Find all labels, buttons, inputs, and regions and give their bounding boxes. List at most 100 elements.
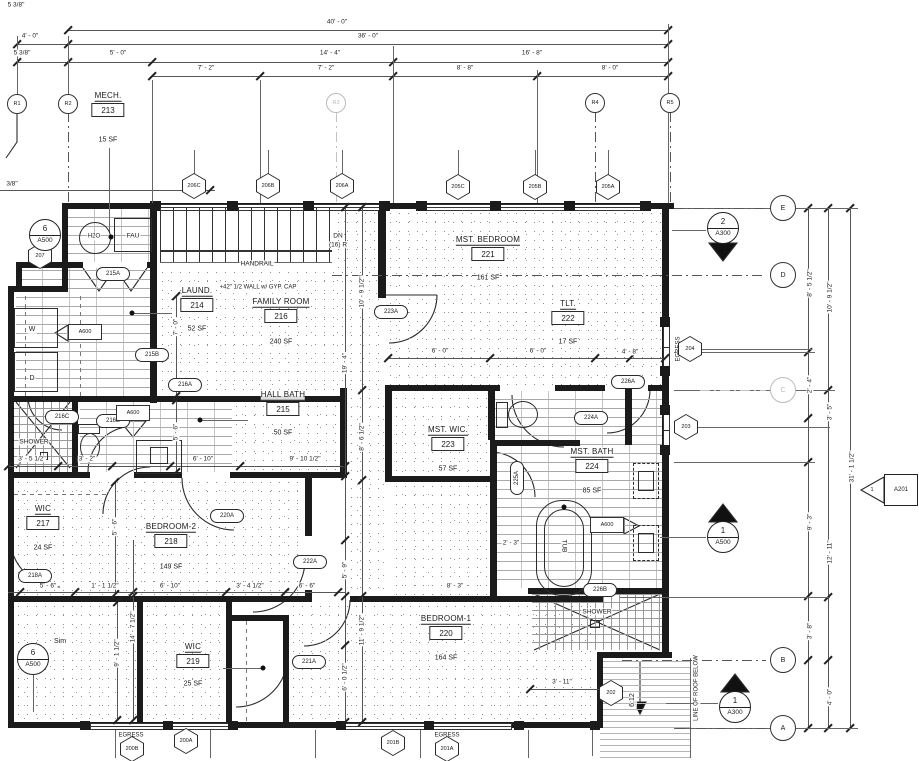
dim-label: 9' - 10 1/2" — [288, 455, 322, 463]
window-tag-label: 202 — [600, 681, 622, 705]
door-tag: 216C — [45, 410, 79, 424]
extension-line — [592, 730, 593, 756]
stair-tread — [251, 208, 253, 262]
annotation: DN — [332, 232, 344, 240]
window-jamb — [416, 201, 427, 211]
room-name: LAUND. — [181, 285, 213, 297]
window-jamb — [660, 405, 670, 415]
section-sheet: A300 — [720, 707, 750, 717]
dim-line — [176, 296, 177, 396]
wall — [385, 388, 392, 480]
annotation: HANDRAIL — [239, 260, 275, 268]
window — [432, 723, 512, 730]
leader-dot — [561, 504, 567, 510]
room-name: BEDROOM-2 — [145, 521, 197, 533]
window-jamb — [514, 721, 524, 730]
extension-line — [260, 80, 261, 203]
window-jamb — [228, 721, 238, 730]
stair-tread — [264, 208, 266, 262]
annotation: SHOWER — [18, 438, 50, 446]
wall — [600, 652, 672, 658]
leader-dot — [197, 417, 203, 423]
elevation-number: 1 — [870, 487, 874, 493]
window-jamb — [424, 721, 434, 730]
detail-tag: A600 — [68, 324, 102, 340]
door-tag: 218A — [18, 569, 52, 583]
extension-line — [132, 313, 172, 314]
window-jamb — [80, 721, 90, 730]
extension-line — [420, 730, 421, 758]
grid-bubble: R4 — [585, 93, 605, 113]
room-name: MST. BEDROOM — [455, 234, 521, 246]
dim-line — [17, 62, 668, 63]
extension-line — [223, 668, 263, 669]
window-jamb — [490, 201, 501, 211]
window-tag-label: 206C — [183, 174, 205, 198]
dim-label: 4' - 0" — [826, 687, 834, 707]
fixture — [638, 533, 654, 553]
door-tag: 222A — [293, 555, 327, 569]
wall — [648, 385, 669, 391]
wall — [150, 203, 157, 403]
dim-label: 5' - 0" — [108, 49, 128, 57]
annotation: (16) R — [327, 241, 349, 249]
dim-label: 6' - 10" — [191, 455, 215, 463]
wall — [305, 476, 312, 536]
room-name: FAMILY ROOM — [252, 296, 310, 308]
extension-line — [690, 658, 691, 758]
room-area: 15 SF — [98, 136, 118, 144]
window-tag: 206A — [330, 173, 354, 199]
dim-label: 16' - 8" — [520, 49, 544, 57]
room-area: 17 SF — [558, 338, 578, 346]
window-jamb — [150, 201, 161, 211]
dim-label: 3' - 8" — [806, 621, 814, 641]
fixture — [14, 352, 58, 392]
room-name: MST. WIC. — [427, 424, 469, 436]
window-tag: 200A — [174, 728, 198, 754]
dim-line — [530, 689, 602, 690]
dim-line — [808, 208, 809, 728]
dim-label: 8' - 3" — [445, 582, 465, 590]
extension-line — [620, 597, 830, 598]
dim-line — [8, 592, 345, 593]
elevation-marker: A201 — [884, 474, 918, 506]
fixture — [633, 525, 659, 561]
extension-line — [674, 208, 858, 209]
wall — [385, 476, 495, 482]
section-sheet: A500 — [708, 537, 738, 547]
hidden-line — [80, 296, 81, 396]
grid-line — [674, 208, 766, 209]
extension-line — [674, 352, 815, 353]
annotation: 6:12 — [628, 692, 638, 708]
dim-label: 9' - 1 1/2" — [113, 638, 121, 668]
hatch-region — [347, 394, 385, 596]
stair-tread — [303, 208, 305, 262]
dim-line — [345, 207, 346, 722]
hidden-line — [246, 621, 247, 721]
extension-line — [393, 46, 394, 203]
wall — [137, 600, 143, 722]
window — [663, 325, 670, 369]
wall — [72, 396, 78, 478]
grid-bubble: B — [770, 647, 796, 673]
annotation: +42" 1/2 WALL w/ GYP. CAP — [218, 284, 298, 292]
dim-label: 5 3/8" — [6, 1, 26, 9]
dim-line — [828, 208, 829, 728]
wall — [488, 388, 495, 440]
room-area: 85 SF — [582, 487, 602, 495]
wall — [8, 472, 90, 478]
wall — [62, 203, 68, 292]
dim-label: 14' - 7 1/2" — [129, 610, 137, 644]
grid-bubble: C — [770, 377, 796, 403]
dim-line — [0, 190, 215, 191]
wall — [230, 615, 289, 621]
dim-label: 8' - 6 1/2" — [358, 422, 366, 452]
room-name: HALL BATH — [260, 389, 306, 401]
window-tag: 201B — [381, 730, 405, 756]
wall — [490, 440, 497, 598]
window — [170, 723, 232, 730]
hatch-region — [386, 209, 662, 385]
